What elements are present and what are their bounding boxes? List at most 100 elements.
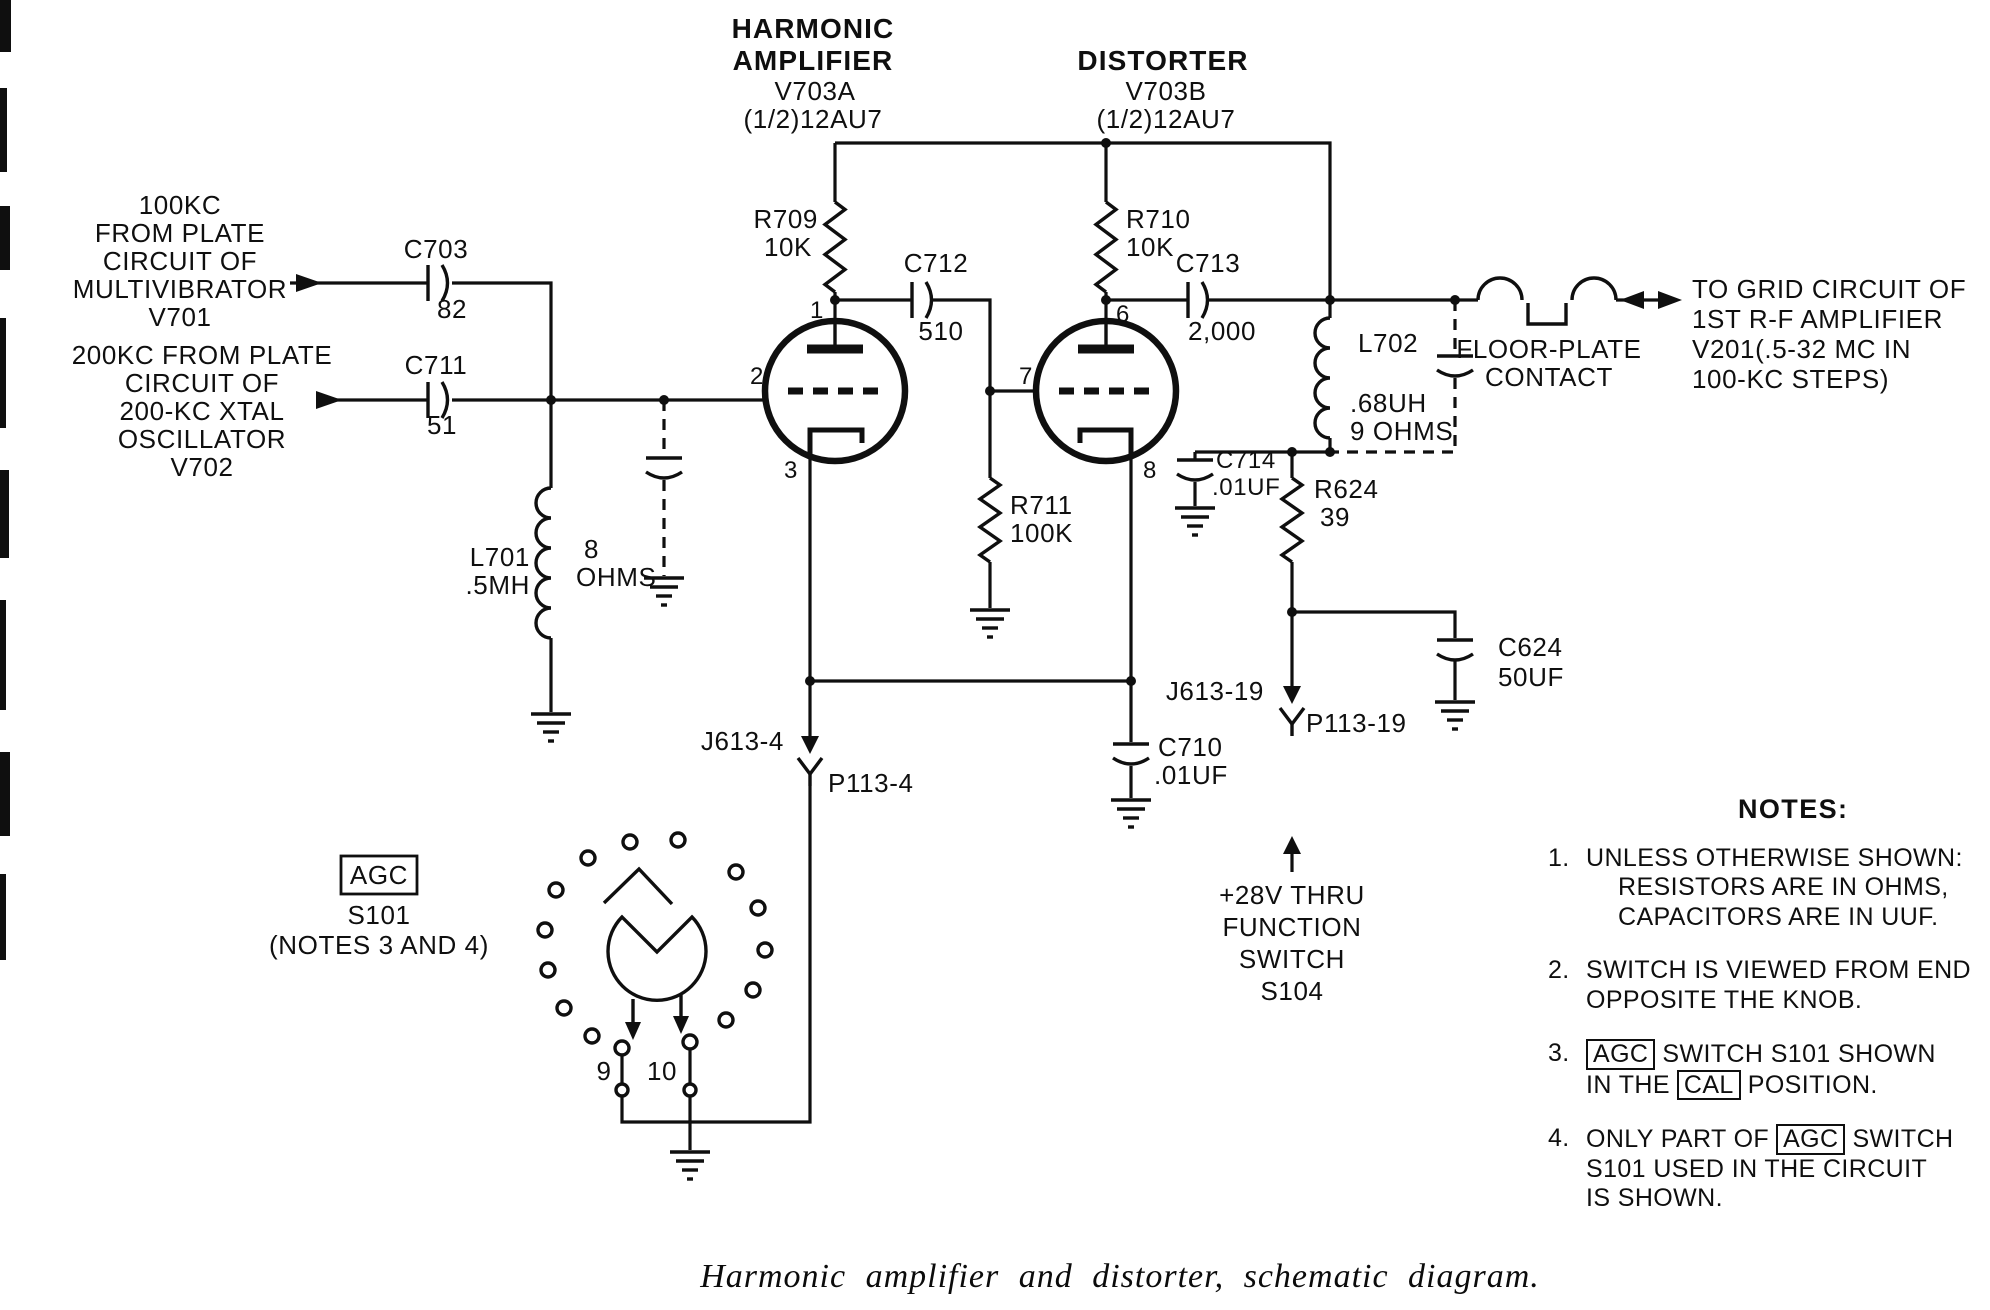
caption: Harmonic amplifier and distorter, schema… bbox=[700, 1258, 1540, 1295]
output-line: TO GRID CIRCUIT OF bbox=[1692, 274, 1966, 304]
resistor-r709 bbox=[822, 200, 848, 294]
tube-a-role-2: AMPLIFIER bbox=[733, 45, 894, 76]
resistor-r711 bbox=[977, 476, 1003, 564]
c624-val: 50UF bbox=[1498, 662, 1564, 692]
note-4-number: 4. bbox=[1548, 1124, 1570, 1153]
c713-ref: C713 bbox=[1176, 248, 1241, 278]
junction-dots bbox=[546, 138, 1460, 686]
agc-switch-note: (NOTES 3 AND 4) bbox=[269, 930, 489, 960]
cal-boxed-word: CAL bbox=[1676, 1069, 1741, 1101]
c710-val: .01UF bbox=[1154, 760, 1228, 790]
inductor-l701 bbox=[534, 486, 552, 640]
capacitor-c714 bbox=[1176, 458, 1214, 482]
r711-ref: R711 bbox=[1010, 490, 1073, 520]
input1-arrow bbox=[296, 274, 322, 292]
j613-4-arrow bbox=[801, 736, 819, 754]
p113-19-label: P113-19 bbox=[1306, 708, 1407, 738]
floor-plate-label-1: FLOOR-PLATE bbox=[1456, 334, 1641, 364]
input-1-line: 100KC bbox=[139, 190, 222, 220]
floor-plate-contact-symbol bbox=[1476, 276, 1618, 326]
tube-v703b bbox=[1032, 317, 1180, 465]
terminal-10-circle bbox=[682, 1082, 698, 1098]
agc-label-box bbox=[339, 854, 419, 896]
agc-boxed-word: AGC bbox=[1586, 1039, 1656, 1070]
notes-panel: NOTES: 1. UNLESS OTHERWISE SHOWN: RESIST… bbox=[1548, 794, 1976, 1238]
note-3-number: 3. bbox=[1548, 1039, 1570, 1068]
supply-line: SWITCH bbox=[1239, 944, 1345, 974]
input-2-line: OSCILLATOR bbox=[118, 424, 286, 454]
rotary-switch-s101 bbox=[536, 831, 774, 1098]
supply-arrow-up bbox=[1283, 836, 1301, 854]
pin-1-label: 1 bbox=[810, 297, 824, 324]
scan-edge-artifact bbox=[0, 0, 11, 960]
r710-val: 10K bbox=[1126, 232, 1174, 262]
signal-arrows bbox=[296, 274, 1682, 854]
supply-label: +28V THRU FUNCTION SWITCH S104 bbox=[1219, 880, 1364, 1006]
capacitor-c703 bbox=[426, 264, 450, 302]
pin-7-label: 7 bbox=[1019, 363, 1033, 390]
input-2-line: V702 bbox=[170, 452, 233, 482]
tube-a-role-1: HARMONIC bbox=[732, 13, 895, 44]
input-2-line: 200KC FROM PLATE bbox=[72, 340, 333, 370]
note-2-line-1: SWITCH IS VIEWED FROM END bbox=[1586, 956, 1971, 985]
output-arrow-left bbox=[1620, 291, 1644, 309]
c711-ref: C711 bbox=[405, 350, 468, 380]
terminal-9-label: 9 bbox=[596, 1056, 611, 1086]
terminal-10-label: 10 bbox=[647, 1056, 677, 1086]
input-2-line: CIRCUIT OF bbox=[125, 368, 279, 398]
tube-v703a bbox=[761, 317, 909, 465]
pin-3-label: 3 bbox=[784, 457, 798, 484]
l702-val: .68UH bbox=[1350, 388, 1427, 418]
agc-switch-ref: S101 bbox=[347, 900, 410, 930]
terminal-9-circle bbox=[614, 1082, 630, 1098]
c703-val: 82 bbox=[437, 294, 467, 324]
note-2: 2. SWITCH IS VIEWED FROM END OPPOSITE TH… bbox=[1548, 956, 1976, 1015]
note-1-line-2: RESISTORS ARE IN OHMS, bbox=[1618, 873, 1949, 902]
capacitor-c712 bbox=[910, 281, 934, 319]
note-2-number: 2. bbox=[1548, 956, 1570, 985]
r624-val: 39 bbox=[1320, 502, 1350, 532]
pin-8-label: 8 bbox=[1143, 457, 1157, 484]
r710-ref: R710 bbox=[1126, 204, 1191, 234]
l701-val: .5MH bbox=[465, 570, 530, 600]
l701-ohms-2: OHMS bbox=[576, 562, 656, 592]
agc-boxed-word: AGC bbox=[1776, 1124, 1846, 1155]
input-1-line: V701 bbox=[148, 302, 211, 332]
p113-4-label: P113-4 bbox=[828, 768, 914, 798]
r709-ref: R709 bbox=[753, 204, 818, 234]
note-4-line-2: S101 USED IN THE CIRCUIT bbox=[1586, 1154, 1928, 1183]
input2-arrow bbox=[316, 391, 342, 409]
input-1-line: CIRCUIT OF bbox=[103, 246, 257, 276]
rotor-chevron bbox=[602, 866, 674, 906]
capacitor-c624 bbox=[1436, 638, 1474, 662]
tube-b-ref: V703B bbox=[1125, 76, 1206, 106]
j613-4-label: J613-4 bbox=[701, 726, 784, 756]
connector-p113-4-symbol bbox=[796, 756, 824, 786]
output-line: 1ST R-F AMPLIFIER bbox=[1692, 304, 1943, 334]
agc-switch-label: AGC bbox=[350, 860, 408, 890]
output-arrow-right bbox=[1658, 291, 1682, 309]
wiper-arrow-9 bbox=[625, 1022, 641, 1040]
tube-a-type: (1/2)12AU7 bbox=[744, 104, 883, 134]
c713-val: 2,000 bbox=[1188, 316, 1256, 346]
note-3-text: SWITCH S101 SHOWN bbox=[1662, 1040, 1936, 1069]
notes-heading: NOTES: bbox=[1738, 794, 1849, 824]
pin-6-label: 6 bbox=[1116, 301, 1130, 328]
c714-ref: C714 bbox=[1216, 447, 1276, 474]
supply-line: FUNCTION bbox=[1222, 912, 1361, 942]
connector-p113-19-symbol bbox=[1278, 706, 1306, 736]
note-3-text: IN THE bbox=[1586, 1070, 1670, 1099]
note-1-line-1: UNLESS OTHERWISE SHOWN: bbox=[1586, 843, 1963, 872]
output-label: TO GRID CIRCUIT OF 1ST R-F AMPLIFIER V20… bbox=[1692, 274, 1966, 394]
note-4-line-3: IS SHOWN. bbox=[1586, 1184, 1723, 1213]
c624-ref: C624 bbox=[1498, 632, 1563, 662]
note-1-number: 1. bbox=[1548, 843, 1570, 872]
c703-ref: C703 bbox=[404, 234, 469, 264]
wires bbox=[290, 141, 1662, 1150]
note-1-line-3: CAPACITORS ARE IN UUF. bbox=[1618, 902, 1939, 931]
